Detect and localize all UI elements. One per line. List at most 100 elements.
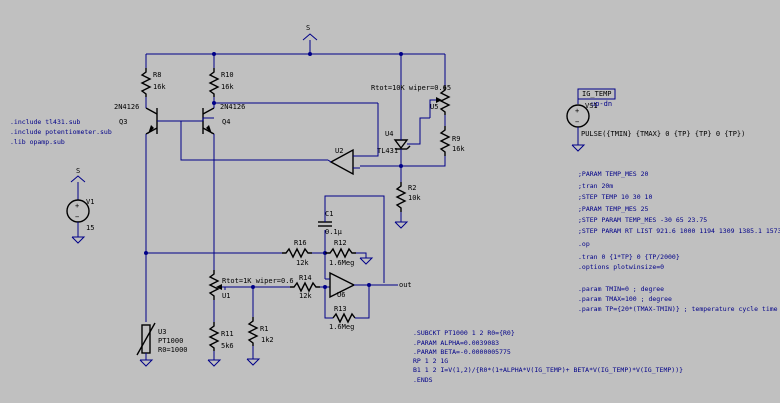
- r2-value: 10k: [408, 194, 421, 202]
- op-line: .options plotwinsize=0: [578, 263, 664, 271]
- r12-value: 1.6Meg: [329, 259, 354, 267]
- u5-label: Rtot=10K wiper=0.65: [371, 84, 451, 92]
- u4-ref: U4: [385, 130, 393, 138]
- r1-ref: R1: [260, 325, 268, 333]
- resistor-r12: R12 1.6Meg: [325, 239, 374, 267]
- r8-ref: R8: [153, 71, 161, 79]
- resistor-r10: R10 16k: [208, 54, 234, 108]
- vs1-pulse: PULSE({TMIN} {TMAX} 0 {TP} {TP} 0 {TP}): [581, 130, 745, 138]
- param-line: ;PARAM TEMP_MES 20: [578, 170, 649, 178]
- u2-ref: U2: [335, 147, 343, 155]
- includes-block: .include tl431.sub .include potentiomete…: [10, 118, 112, 146]
- temp-param-line: .param TMIN=0 ; degree: [578, 285, 664, 293]
- op-block: .op .tran 0 {1*TP} 0 {TP/2000} .options …: [578, 240, 680, 271]
- vs1-ref: VS1: [585, 102, 598, 110]
- mirror-wiring: [145, 101, 378, 270]
- temp-param-line: .param TMAX=100 ; degree: [578, 295, 672, 303]
- include-line: .include potentiometer.sub: [10, 128, 112, 136]
- v1-ref: V1: [86, 198, 94, 206]
- op-line: .tran 0 {1*TP} 0 {TP/2000}: [578, 253, 680, 261]
- q4-model: 2N4126: [220, 103, 245, 111]
- param-line: ;STEP TEMP 10 30 10: [578, 193, 652, 201]
- r13-ref: R13: [334, 305, 347, 313]
- param-line: ;STEP PARAM RT LIST 921.6 1000 1194 1309…: [578, 227, 780, 235]
- subckt-line: .ENDS: [413, 376, 433, 384]
- r11-value: 5k6: [221, 342, 234, 350]
- resistor-r13: R13 1.6Meg: [324, 285, 370, 331]
- potentiometer-u5: Rtot=10K wiper=0.65 U5: [371, 84, 451, 126]
- r16-ref: R16: [294, 239, 307, 247]
- r14-ref: R14: [299, 274, 312, 282]
- u4-model: TL431: [377, 147, 398, 155]
- r16-value: 12k: [296, 259, 309, 267]
- resistor-r9: R9 16k: [360, 126, 465, 168]
- param-line: ;tran 20m: [578, 182, 613, 190]
- voltage-source-v1: + − V1 15 S: [66, 167, 94, 244]
- resistor-r16: R16 12k: [144, 239, 327, 267]
- voltage-source-vs1: IG_TEMP up-dn + − VS1 PULSE({TMIN} {TMAX…: [566, 88, 745, 152]
- param-line: ;PARAM TEMP_MES 25: [578, 205, 649, 213]
- vs1-net-label: IG_TEMP: [582, 90, 612, 98]
- supply-label: S: [306, 24, 310, 32]
- resistor-r2: R2 10k: [394, 182, 421, 229]
- resistor-r8: R8 16k: [140, 54, 166, 108]
- v1-value: 15: [86, 224, 94, 232]
- vs1-minus: −: [575, 118, 579, 126]
- c1-value: 0.1µ: [325, 228, 343, 236]
- u1-label: Rtot=1K wiper=0.6: [222, 277, 294, 285]
- c1-ref: C1: [325, 210, 333, 218]
- r1-value: 1k2: [261, 336, 274, 344]
- include-line: .lib opamp.sub: [10, 138, 65, 146]
- temp-param-line: .param TP={20*(TMAX-TMIN)} ; temperature…: [578, 305, 778, 313]
- r14-value: 12k: [299, 292, 312, 300]
- r10-ref: R10: [221, 71, 234, 79]
- q3-model: 2N4126: [114, 103, 139, 111]
- sensor-u3: U3 PT1000 R0=1000: [136, 322, 188, 367]
- r13-value: 1.6Meg: [329, 323, 354, 331]
- r8-value: 16k: [153, 83, 166, 91]
- subckt-line: .PARAM ALPHA=0.0039083: [413, 339, 499, 347]
- r10-value: 16k: [221, 83, 234, 91]
- u6-ref: U6: [337, 291, 345, 299]
- r2-ref: R2: [408, 184, 416, 192]
- supply-rail: S: [146, 24, 446, 128]
- r9-ref: R9: [452, 135, 460, 143]
- temp-params-block: .param TMIN=0 ; degree .param TMAX=100 ;…: [578, 285, 778, 313]
- resistor-r1: R1 1k2: [246, 287, 274, 366]
- subckt-line: .PARAM BETA=-0.0000005775: [413, 348, 511, 356]
- subckt-block: .SUBCKT PT1000 1 2 R0={R0} .PARAM ALPHA=…: [413, 329, 683, 384]
- u5-ref: U5: [430, 103, 438, 111]
- r9-value: 16k: [452, 145, 465, 153]
- resistor-r14: R14 12k: [230, 274, 330, 300]
- v1-plus: +: [75, 202, 79, 210]
- out-label: out: [399, 281, 412, 289]
- vs1-flag: up-dn: [591, 100, 612, 108]
- include-line: .include tl431.sub: [10, 118, 81, 126]
- subckt-line: RP 1 2 1G: [413, 357, 448, 365]
- output-net: out: [399, 281, 412, 289]
- op-line: .op: [578, 240, 590, 248]
- subckt-line: .SUBCKT PT1000 1 2 R0={R0}: [413, 329, 515, 337]
- q3-ref: Q3: [119, 118, 127, 126]
- resistor-r11: R11 5k6: [207, 322, 234, 367]
- v1-supply-label: S: [76, 167, 80, 175]
- params-block: ;PARAM TEMP_MES 20 ;tran 20m ;STEP TEMP …: [578, 170, 780, 235]
- v1-minus: −: [75, 213, 79, 221]
- potentiometer-u1: Rtot=1K wiper=0.6 U1: [208, 270, 294, 322]
- u1-ref: U1: [222, 292, 230, 300]
- u3-param: R0=1000: [158, 346, 188, 354]
- shunt-regulator-u4: U4 TL431: [377, 117, 430, 182]
- u3-model: PT1000: [158, 337, 183, 345]
- u3-ref: U3: [158, 328, 166, 336]
- subckt-line: B1 1 2 I=V(1,2)/{R0*(1+ALPHA*V(IG_TEMP)+…: [413, 366, 683, 374]
- capacitor-c1: C1 0.1µ: [318, 195, 385, 283]
- r12-ref: R12: [334, 239, 347, 247]
- q4-ref: Q4: [222, 118, 230, 126]
- r11-ref: R11: [221, 330, 234, 338]
- param-line: ;STEP PARAM TEMP_MES -30 65 23.75: [578, 216, 707, 224]
- opamp-u6: U6: [324, 253, 398, 299]
- vs1-plus: +: [575, 107, 579, 115]
- transistor-q3: 2N4126 Q3: [114, 103, 158, 322]
- opamp-u2: U2: [327, 103, 379, 176]
